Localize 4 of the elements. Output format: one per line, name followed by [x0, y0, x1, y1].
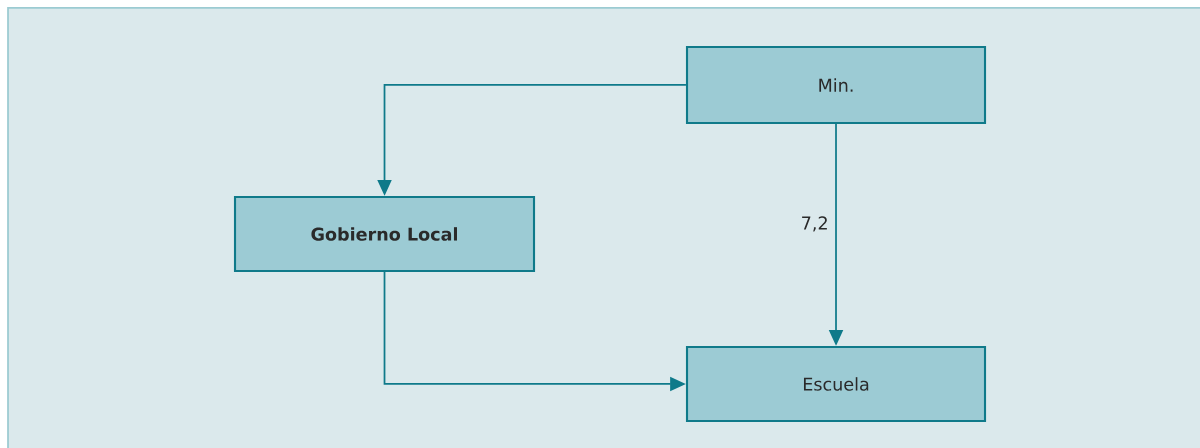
process-box: Escuela — [685, 345, 987, 423]
process-box: Gobierno Local — [233, 195, 536, 273]
process-box: Min. — [685, 45, 987, 125]
edge-label: 7,2 — [802, 216, 827, 232]
